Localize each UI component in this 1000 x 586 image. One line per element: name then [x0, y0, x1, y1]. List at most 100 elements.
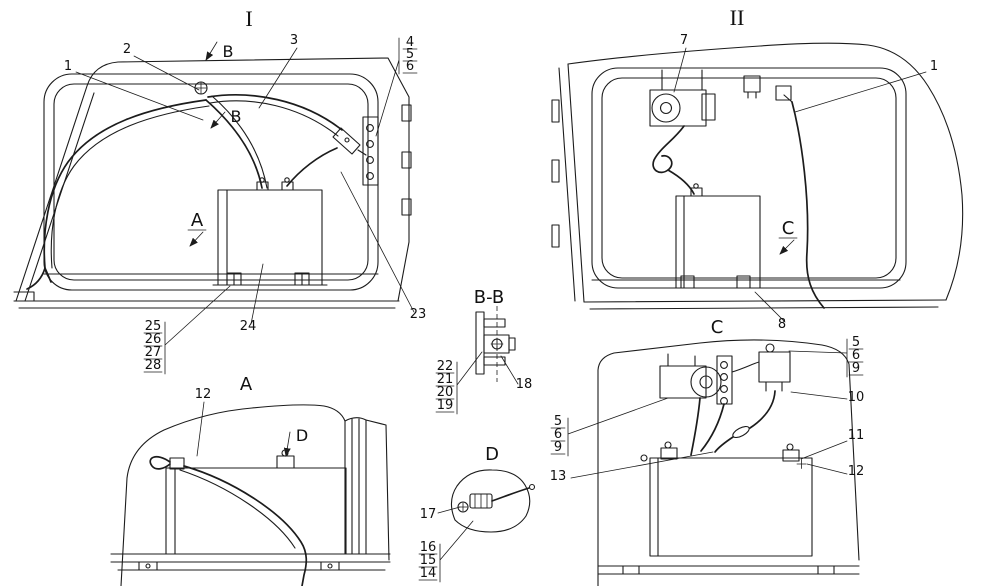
wiring-harness [26, 94, 379, 290]
callout-21: 21 [437, 372, 454, 387]
callout-7: 7 [680, 33, 688, 48]
view-letter-D: D [296, 426, 308, 445]
view-II-title: II [730, 5, 745, 30]
callout-22: 22 [437, 359, 454, 374]
wire-connector [732, 425, 750, 439]
callout-20: 20 [437, 385, 454, 400]
detail-D-leaders [418, 506, 474, 583]
battery-box [217, 189, 323, 286]
view-A: A 12 D [110, 374, 391, 586]
body-outline [597, 339, 860, 586]
relay-box [743, 75, 792, 101]
callout-19: 19 [437, 398, 454, 413]
view-A-labels: A 12 D [195, 374, 308, 445]
solenoid [701, 93, 716, 121]
callout-1: 1 [64, 59, 72, 74]
battery-box [649, 457, 813, 557]
view-C-labels: C 5 6 9 10 11 12 5 6 9 13 [550, 317, 865, 484]
callout-16: 16 [420, 540, 437, 555]
callout-10: 10 [848, 390, 865, 405]
callout-18: 18 [516, 377, 533, 392]
wire-connector [332, 127, 361, 155]
callout-15: 15 [420, 553, 437, 568]
section-letter-B-mid: B [231, 107, 242, 126]
detail-D-title: D [485, 444, 499, 465]
view-II-leaders [673, 47, 927, 323]
relay [758, 343, 791, 392]
battery [165, 449, 347, 555]
terminal-clamp [276, 455, 295, 469]
battery [212, 177, 328, 286]
window-frame [591, 67, 907, 289]
view-II-labels: II 7 1 C 8 [680, 5, 938, 332]
wiring [690, 361, 776, 456]
detail-D-labels: D 17 16 15 14 [420, 444, 499, 581]
cab-outline [551, 42, 964, 310]
battery [640, 441, 813, 557]
callout-3: 3 [290, 33, 298, 48]
battery-box [675, 195, 761, 289]
view-A-title: A [240, 374, 253, 395]
callout-13: 13 [550, 469, 567, 484]
wiring [149, 455, 308, 586]
plus-mark [796, 459, 807, 469]
section-B-B-labels: B-B 22 21 20 19 18 [437, 287, 533, 413]
view-C: C 5 6 9 10 11 12 5 6 9 13 [550, 317, 865, 586]
callout-6: 6 [406, 59, 414, 74]
callout-12: 12 [848, 464, 865, 479]
ground-terminal [194, 81, 208, 95]
view-C-title: C [711, 317, 724, 338]
section-B-B-leaders [435, 351, 519, 415]
cab-outline [13, 57, 412, 309]
callout-5: 5 [406, 47, 414, 62]
terminal-clamp [782, 449, 800, 462]
bracket-section [475, 306, 516, 382]
starter-motor [649, 69, 716, 127]
view-A-leaders [196, 401, 291, 457]
view-arrow-D [283, 431, 291, 457]
callout-4: 4 [406, 35, 414, 50]
callout-5: 5 [554, 414, 562, 429]
callout-5: 5 [852, 335, 860, 350]
detail-outline [450, 469, 536, 533]
view-letter-C: C [782, 218, 795, 239]
section-B-B: B-B 22 21 20 19 18 [435, 287, 533, 415]
section-B-B-title: B-B [474, 287, 505, 308]
view-II: II 7 1 C 8 [551, 5, 964, 332]
callout-24: 24 [240, 319, 257, 334]
connector-strip [716, 355, 733, 405]
wiring [652, 94, 825, 309]
callout-23: 23 [410, 307, 427, 322]
view-arrow-A [189, 231, 204, 247]
door-hinge [401, 104, 412, 122]
body-outline [110, 404, 391, 586]
terminal-clamp [660, 447, 678, 460]
view-I-labels: I 1 2 3 4 5 6 B B A 23 24 25 26 27 28 [64, 6, 426, 373]
callout-14: 14 [420, 566, 437, 581]
view-letter-A: A [191, 210, 204, 231]
starter-motor [659, 353, 722, 399]
callout-6: 6 [554, 427, 562, 442]
callout-17: 17 [420, 507, 437, 522]
view-I-title: I [245, 6, 252, 31]
battery-terminal [169, 457, 185, 470]
battery [669, 183, 767, 289]
callout-9: 9 [852, 361, 860, 376]
callout-25: 25 [145, 319, 162, 334]
callout-11: 11 [848, 428, 865, 443]
callout-26: 26 [145, 332, 162, 347]
bolt [457, 501, 469, 513]
view-C-leaders [550, 338, 864, 479]
section-arrow-B-mid [210, 111, 226, 129]
callout-12: 12 [195, 387, 212, 402]
view-arrow-C [779, 239, 795, 255]
callout-9: 9 [554, 440, 562, 455]
battery-clamp [736, 275, 751, 289]
section-letter-B-top: B [223, 42, 234, 61]
view-I-leaders [75, 37, 418, 375]
detail-D: D 17 16 15 14 [418, 444, 536, 583]
battery-clamp [680, 275, 695, 289]
view-I: I 1 2 3 4 5 6 B B A 23 24 25 26 27 28 [13, 6, 426, 375]
